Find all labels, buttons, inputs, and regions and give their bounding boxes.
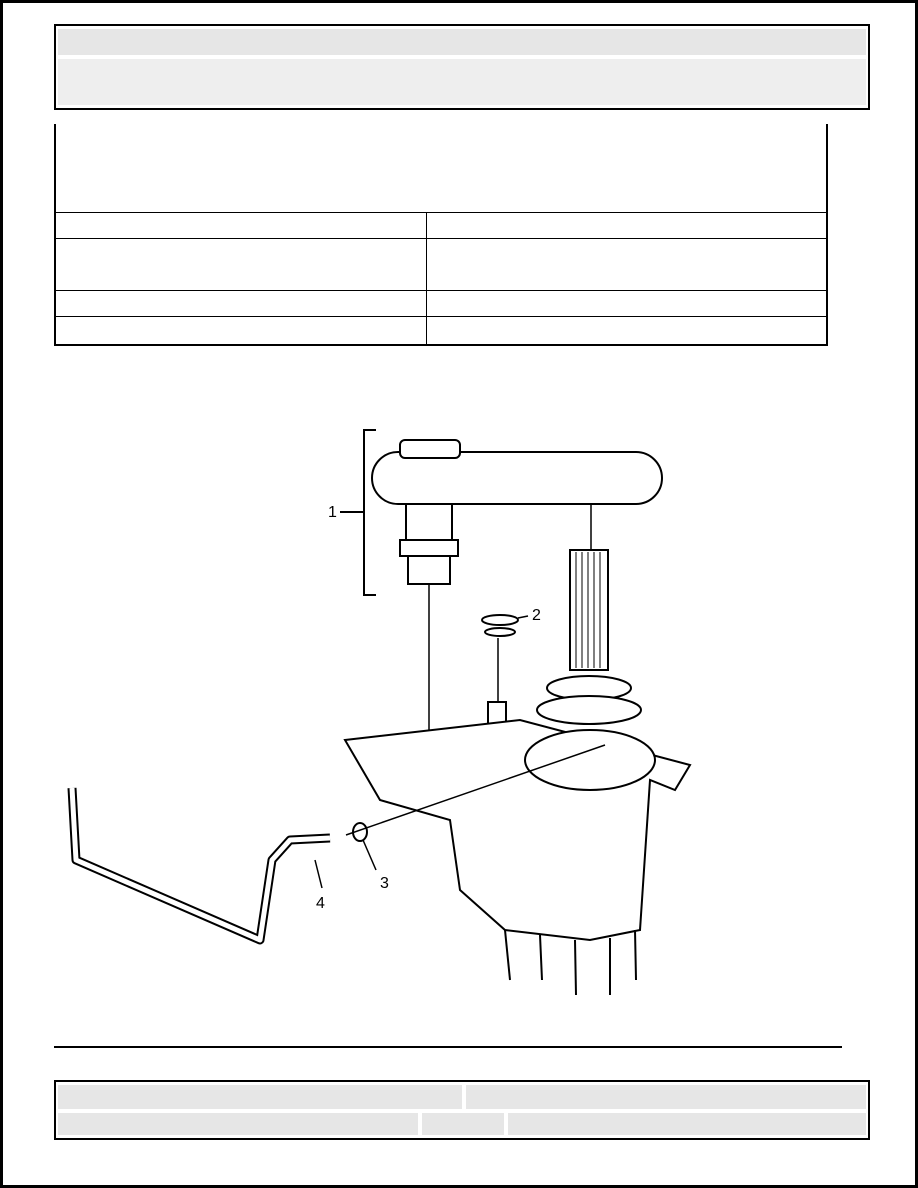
leader-line-3 (362, 839, 377, 871)
footer-cell (58, 1085, 462, 1109)
shaft-splines (575, 552, 601, 668)
drive-gear (524, 729, 656, 791)
spec-row (56, 316, 826, 317)
driven-shaft-end (407, 555, 451, 585)
spec-table (54, 124, 828, 346)
driven-bearing (399, 539, 459, 557)
spring (484, 627, 516, 637)
snap-ring (481, 614, 519, 626)
footer-cell (58, 1113, 418, 1135)
gear-hub (536, 695, 642, 725)
spec-row (56, 290, 826, 291)
footer-table (54, 1080, 870, 1140)
callout-3: 3 (380, 875, 389, 892)
section-divider (54, 1046, 842, 1048)
oil-pickup-tube (67, 787, 331, 945)
callout-1: 1 (328, 504, 337, 521)
footer-cell (422, 1113, 504, 1135)
leader-line-2 (517, 615, 529, 619)
leader-line-4 (314, 859, 323, 889)
header-title-row (58, 29, 866, 55)
footer-cell (466, 1085, 866, 1109)
spec-row (56, 212, 826, 213)
callout-4: 4 (316, 895, 325, 912)
footer-cell (508, 1113, 866, 1135)
driven-sprocket-top (399, 439, 461, 459)
header-subtitle-row (58, 59, 866, 105)
housing-studs (504, 929, 637, 996)
callout-bracket (363, 429, 376, 596)
driven-shaft (405, 503, 453, 541)
spec-column-divider (426, 212, 427, 344)
header-table (54, 24, 870, 110)
drive-chain (371, 451, 663, 505)
spec-row (56, 238, 826, 239)
callout-2: 2 (532, 607, 541, 624)
oil-pickup-tube-inner (69, 787, 331, 943)
assembly-line (345, 744, 606, 836)
transfer-case-exploded-view: 1 2 3 4 (67, 429, 692, 996)
